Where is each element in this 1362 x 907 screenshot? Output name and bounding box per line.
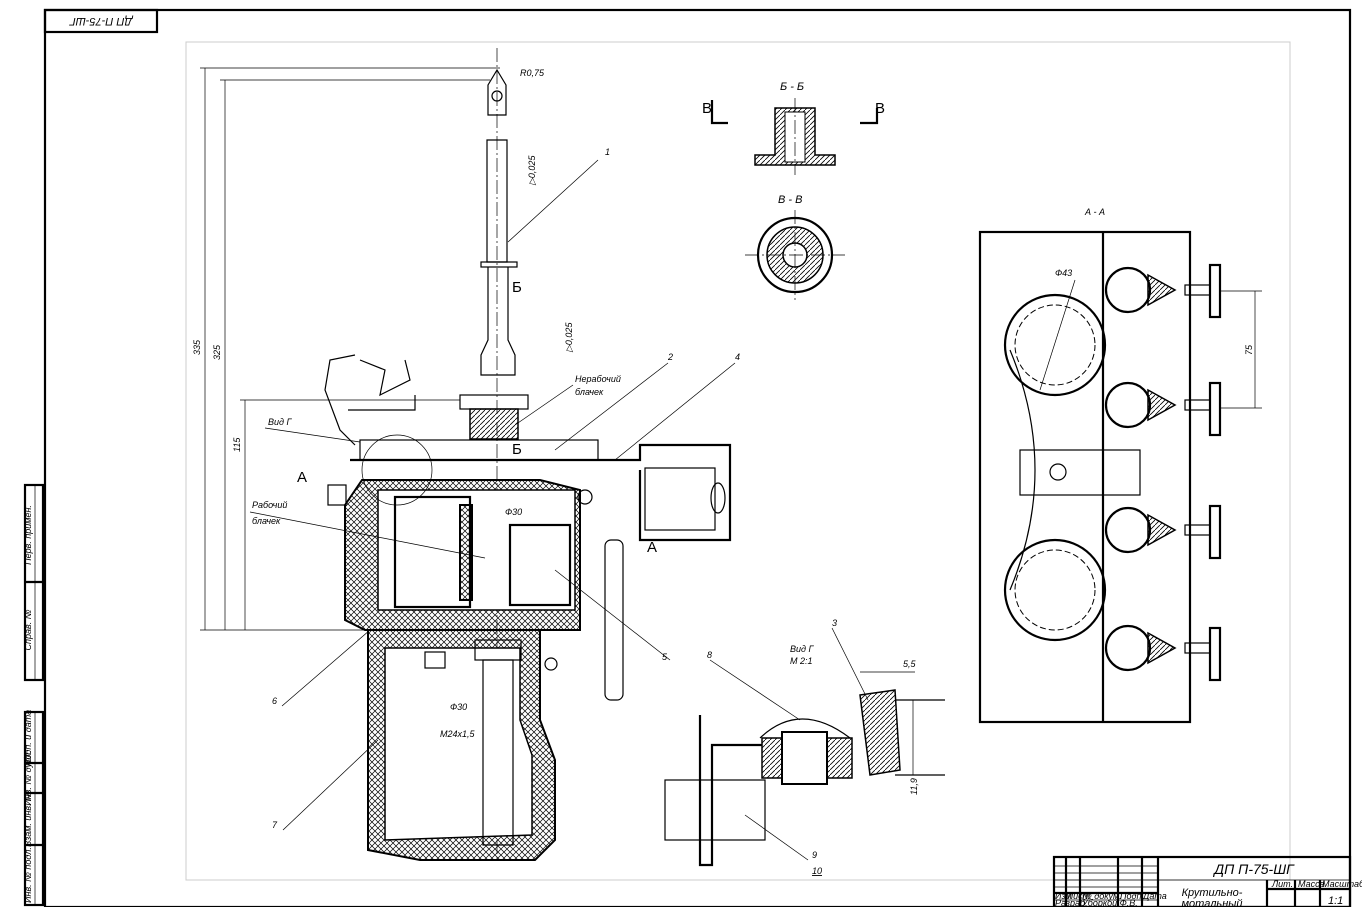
svg-text:А: А	[647, 539, 657, 556]
svg-text:9: 9	[812, 850, 817, 860]
svg-text:блачек: блачек	[252, 516, 281, 526]
svg-text:Масштаб: Масштаб	[1322, 879, 1362, 889]
svg-text:Вид Г: Вид Г	[790, 644, 814, 654]
svg-text:▷0,025: ▷0,025	[564, 322, 574, 353]
svg-text:R0,75: R0,75	[520, 68, 545, 78]
svg-text:Уборкой Ф.В.: Уборкой Ф.В.	[1081, 898, 1138, 907]
svg-text:Инв. № дубл.: Инв. № дубл.	[23, 750, 33, 805]
svg-text:Вид Г: Вид Г	[268, 417, 292, 427]
svg-text:5,5: 5,5	[903, 659, 917, 669]
svg-text:блачек: блачек	[575, 387, 604, 397]
svg-text:6: 6	[272, 696, 277, 706]
svg-text:4: 4	[735, 352, 740, 362]
svg-text:Масса: Масса	[1298, 879, 1325, 889]
svg-text:11,9: 11,9	[909, 778, 919, 795]
svg-text:Перв. примен.: Перв. примен.	[23, 505, 33, 565]
svg-text:Подп.: Подп.	[1120, 891, 1144, 901]
spindle-rollers	[1104, 263, 1222, 682]
svg-text:5: 5	[662, 652, 668, 662]
svg-text:1:1: 1:1	[1328, 895, 1343, 907]
svg-text:мотальный: мотальный	[1182, 898, 1243, 907]
side-stamps: Перв. примен. Справ. № Подп. и дата Инв.…	[23, 483, 45, 907]
svg-text:75: 75	[1244, 344, 1254, 355]
svg-text:Ф43: Ф43	[1055, 268, 1072, 278]
svg-text:1: 1	[605, 147, 610, 157]
svg-text:А - А: А - А	[1084, 207, 1105, 217]
svg-text:Рабочий: Рабочий	[252, 500, 287, 510]
svg-text:10: 10	[812, 866, 822, 876]
svg-text:№ докум.: № докум.	[1082, 891, 1122, 901]
svg-text:▷0,025: ▷0,025	[527, 155, 537, 186]
svg-text:Крутильно-: Крутильно-	[1182, 887, 1243, 899]
svg-text:Подп. и дата: Подп. и дата	[23, 710, 33, 766]
svg-text:Изм: Изм	[1055, 891, 1072, 901]
svg-text:Нерабочий: Нерабочий	[575, 374, 621, 384]
svg-text:Ф30: Ф30	[505, 507, 522, 517]
svg-text:325: 325	[212, 344, 222, 360]
section-aa: А - А Ф43 75	[978, 207, 1262, 724]
title-block: Изм Лист № докум. Подп. Дата Разраб. Убо…	[1052, 855, 1362, 907]
section-vv: В - В	[745, 194, 845, 300]
svg-text:ДП П-75-ШГ: ДП П-75-ШГ	[1212, 861, 1295, 877]
svg-text:Б - Б: Б - Б	[780, 81, 804, 93]
svg-text:ДП П-75-ШГ: ДП П-75-ШГ	[69, 15, 134, 27]
svg-text:М 2:1: М 2:1	[790, 656, 813, 666]
svg-text:3: 3	[832, 618, 837, 628]
svg-text:Б: Б	[512, 279, 522, 296]
svg-text:Разраб.: Разраб.	[1055, 898, 1088, 907]
svg-text:А: А	[297, 469, 307, 486]
svg-text:В: В	[875, 100, 885, 117]
view-g-detail: Вид Г М 2:1 5,5 11,9 8 3 9 10	[664, 618, 945, 876]
sheet-frame	[43, 8, 1352, 907]
svg-text:115: 115	[232, 437, 242, 452]
svg-text:335: 335	[192, 339, 202, 355]
svg-text:M24x1,5: M24x1,5	[440, 729, 476, 739]
svg-text:7: 7	[272, 820, 278, 830]
svg-text:Справ. №: Справ. №	[23, 609, 33, 650]
section-bb: Б - Б В В	[702, 81, 885, 175]
svg-text:Взам. инв. №: Взам. инв. №	[23, 791, 33, 847]
svg-text:Ф30: Ф30	[450, 702, 467, 712]
corner-stamp: ДП П-75-ШГ	[43, 8, 159, 34]
svg-text:Дата: Дата	[1142, 891, 1167, 901]
svg-text:Лист: Лист	[1066, 891, 1091, 901]
svg-text:Б: Б	[512, 441, 522, 458]
svg-text:Лит.: Лит.	[1271, 879, 1293, 889]
svg-text:В: В	[702, 100, 712, 117]
svg-text:2: 2	[667, 352, 673, 362]
svg-text:В - В: В - В	[778, 194, 802, 206]
svg-text:8: 8	[707, 650, 712, 660]
svg-text:Инв. № подл.: Инв. № подл.	[23, 847, 33, 903]
main-assembly-view: 335 325 115 R0,75 Ф30 Ф30 M24x1,5 ▷0,025…	[192, 48, 740, 861]
